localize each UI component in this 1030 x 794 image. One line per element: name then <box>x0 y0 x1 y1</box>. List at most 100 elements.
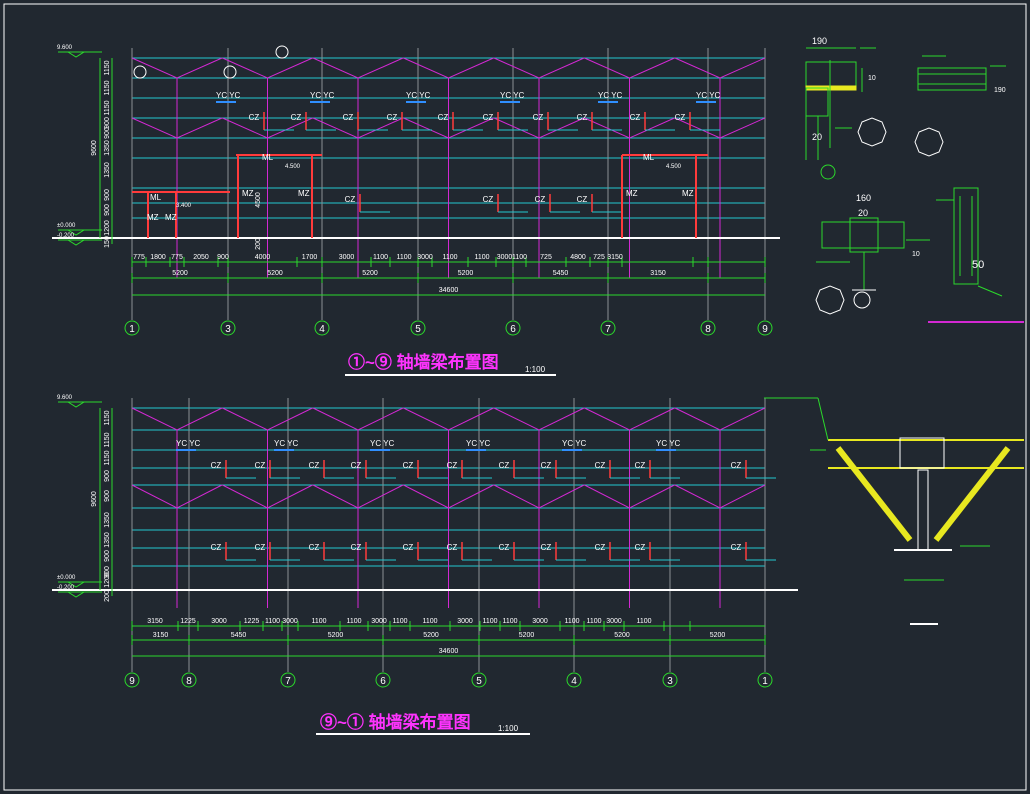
opening-elevation-label: 4.500 <box>285 164 301 170</box>
axis-bubble-icon <box>700 320 716 336</box>
height-segment-label: 1150 <box>104 80 111 95</box>
axis-label: 6 <box>510 324 516 335</box>
leader-bubble-icon <box>275 45 289 59</box>
wall-brace <box>493 407 585 431</box>
leader-bubble-icon <box>223 65 237 79</box>
wall-brace <box>131 407 223 431</box>
bottom-elevation-drawing: 9600115011501150900900135013509009001200… <box>52 395 798 688</box>
dimension-label-row2: 5200 <box>614 632 630 639</box>
dimension-label-row1: 4000 <box>255 254 271 261</box>
axis-bubble-icon <box>566 672 582 688</box>
cz-label: CZ <box>483 113 494 122</box>
dimension-label-row1: 1800 <box>150 254 166 261</box>
cz-label: CZ <box>403 543 414 552</box>
yc-label: YC YC <box>310 91 335 100</box>
dimension-label-row2: 5200 <box>172 270 188 277</box>
dimension-label-row1: 1100 <box>512 254 527 261</box>
dimension-label-row1: 1225 <box>244 618 260 625</box>
detail-3-dim-side: 10 <box>912 251 920 258</box>
mz-label: MZ <box>682 189 694 198</box>
cz-label: CZ <box>291 113 302 122</box>
axis-bubble-icon <box>124 672 140 688</box>
dimension-label-row1: 3000 <box>371 618 387 625</box>
axis-label: 4 <box>319 324 325 335</box>
height-segment-label: 1350 <box>104 512 111 528</box>
detail-1-dim-top: 190 <box>812 36 827 46</box>
cz-label: CZ <box>577 195 588 204</box>
dimension-label-row2: 5200 <box>710 632 726 639</box>
wall-brace <box>403 407 494 431</box>
axis-label: 3 <box>667 676 673 687</box>
cz-label: CZ <box>351 543 362 552</box>
axis-label: 8 <box>186 676 192 687</box>
total-length-label: 34600 <box>439 287 459 294</box>
axis-label: 1 <box>129 324 135 335</box>
height-segment-label: 900 <box>104 127 111 139</box>
yc-label: YC YC <box>696 91 721 100</box>
detail-3-dim-top: 160 <box>856 193 871 203</box>
height-segment-label: 150 <box>104 236 111 248</box>
dimension-label-row1: 3000 <box>532 618 548 625</box>
mz-label: MZ <box>242 189 254 198</box>
cz-label: CZ <box>731 461 742 470</box>
cz-label: CZ <box>309 461 320 470</box>
height-segment-label: 200 <box>104 590 111 602</box>
top-drawing-scale: 1:100 <box>525 365 546 374</box>
yc-label: YC YC <box>370 439 395 448</box>
cz-label: CZ <box>255 543 266 552</box>
axis-label: 7 <box>285 676 291 687</box>
cz-label: CZ <box>630 113 641 122</box>
detail-1-dim-side: 20 <box>812 132 822 142</box>
detail-1-dim-right: 10 <box>868 75 876 82</box>
drawing-border <box>3 3 1027 791</box>
dimension-label-row2: 5450 <box>231 632 247 639</box>
dimension-label-row1: 1100 <box>442 254 457 261</box>
axis-bubble-icon <box>410 320 426 336</box>
height-segment-label: 1150 <box>104 432 111 447</box>
axis-label: 9 <box>129 676 135 687</box>
axis-bubble-icon <box>124 320 140 336</box>
axis-bubble-icon <box>220 320 236 336</box>
elevation-marker-icon <box>66 591 86 598</box>
total-length-label: 34600 <box>439 648 459 655</box>
dimension-label-row1: 775 <box>133 254 145 261</box>
elevation-label: -0.200 <box>57 585 75 591</box>
axis-bubble-icon <box>600 320 616 336</box>
elevation-label: ±0.000 <box>57 223 76 229</box>
dimension-label-row1: 3000 <box>211 618 227 625</box>
height-segment-label: 1200 <box>104 220 111 236</box>
dimension-label-row1: 3150 <box>147 618 163 625</box>
ml-label: ML <box>150 193 162 202</box>
wall-brace <box>493 57 585 79</box>
wall-brace <box>674 57 766 79</box>
ml-label: ML <box>262 153 274 162</box>
elevation-marker-icon <box>66 51 86 58</box>
dimension-label-row1: 725 <box>593 254 605 261</box>
cz-label: CZ <box>541 543 552 552</box>
axis-label: 4 <box>571 676 577 687</box>
yc-label: YC YC <box>656 439 681 448</box>
cz-label: CZ <box>343 113 354 122</box>
elevation-marker-icon <box>66 401 86 408</box>
dimension-label-row1: 775 <box>171 254 183 261</box>
axis-bubble-icon <box>280 672 296 688</box>
yc-label: YC YC <box>274 439 299 448</box>
wall-brace <box>312 407 404 431</box>
axis-label: 6 <box>380 676 386 687</box>
cz-label: CZ <box>447 461 458 470</box>
axis-label: 5 <box>476 676 482 687</box>
dimension-label-row1: 1100 <box>502 618 517 625</box>
cz-label: CZ <box>533 113 544 122</box>
dimension-label-row2: 3150 <box>153 632 169 639</box>
axis-bubble-icon <box>757 672 773 688</box>
bottom-drawing-scale: 1:100 <box>498 724 519 733</box>
detail-3-column-bracket <box>816 217 930 309</box>
opening-elevation-label: 3.400 <box>176 203 192 209</box>
dimension-label-row1: 1100 <box>396 254 411 261</box>
dimension-label-row2: 3150 <box>650 270 666 277</box>
dimension-label-row1: 3150 <box>607 254 623 261</box>
yc-label: YC YC <box>562 439 587 448</box>
total-height-label: 9600 <box>91 491 98 507</box>
dimension-label-row1: 3000 <box>417 254 433 261</box>
yc-label: YC YC <box>500 91 525 100</box>
